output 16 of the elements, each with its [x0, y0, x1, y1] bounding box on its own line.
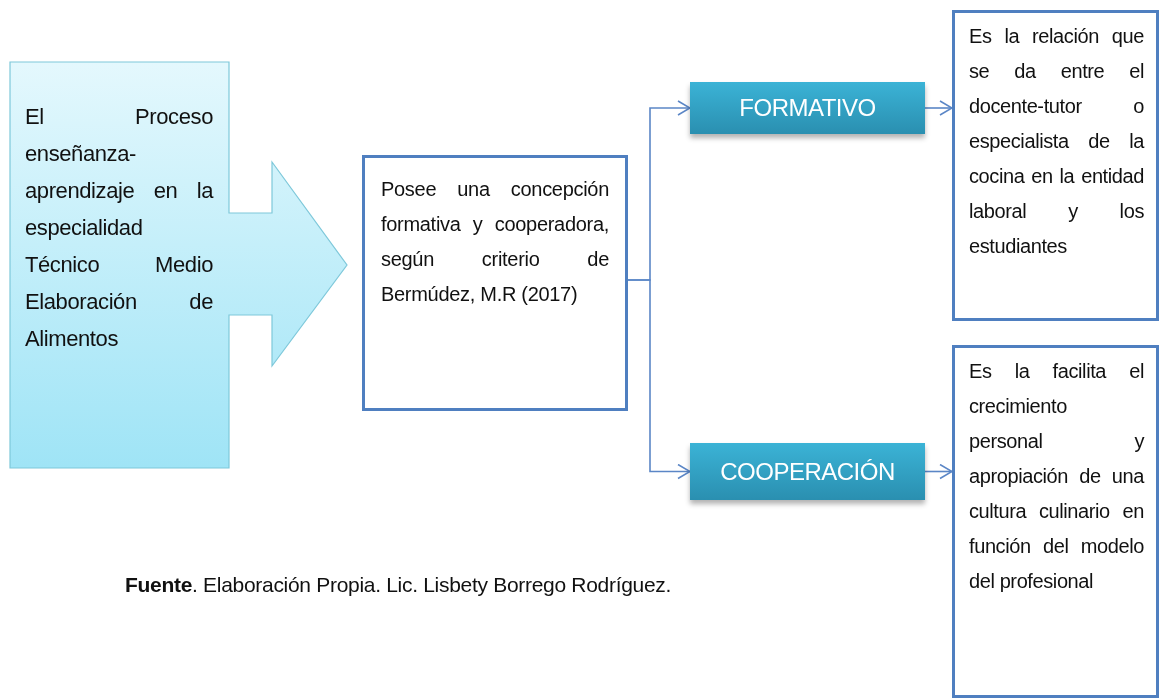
- description-box: [952, 10, 1159, 321]
- source-caption: Fuente. Elaboración Propia. Lic. Lisbety Borrego Rodríguez.: [125, 573, 672, 597]
- node-text: El Proceso enseñanza-aprendizaje en la especialidad Técnico Medio Elaboración de Alimentos: [25, 103, 213, 353]
- node-text: FORMATIVO: [739, 94, 876, 122]
- node-text: COOPERACIÓN: [720, 457, 895, 486]
- node-text: Es la facilita el crecimiento personal y apropiación de una cultura culinario en función del modelo del profesional: [968, 359, 1146, 594]
- arrow: [924, 463, 953, 480]
- category-box: [690, 443, 925, 500]
- arrow-callout: [10, 62, 348, 469]
- node-text: Es la relación que se da entre el docente-tutor o especialista de la cocina en la entidad laboral y los estudiantes: [968, 24, 1146, 259]
- category-box: [690, 82, 925, 134]
- description-box: [952, 345, 1159, 698]
- arrow: [627, 279, 691, 480]
- arrow: [924, 100, 953, 116]
- text-box: [362, 155, 628, 411]
- node-text: Posee una concepción formativa y cooperadora, según criterio de Bermúdez, M.R (2017): [380, 177, 610, 307]
